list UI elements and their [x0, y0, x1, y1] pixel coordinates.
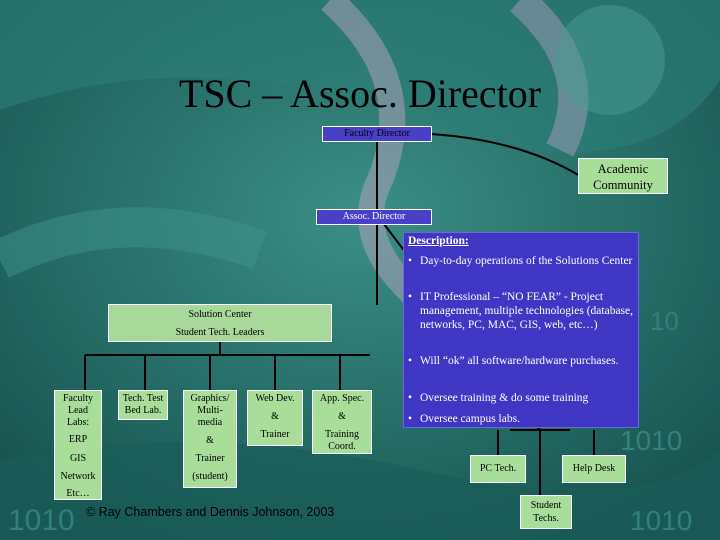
ampersand-label: &	[338, 411, 346, 422]
ampersand-label: &	[206, 435, 214, 446]
student-tech-leaders-label: Student Tech. Leaders	[175, 327, 265, 338]
bullet-glyph: •	[408, 255, 413, 267]
svg-text:1010: 1010	[8, 504, 75, 537]
academic-community-line2: Community	[593, 178, 653, 192]
training-label: Training	[324, 429, 360, 440]
pc-tech-box: PC Tech.	[470, 455, 526, 483]
ampersand-label: &	[271, 411, 279, 422]
academic-community-line1: Academic	[597, 162, 649, 176]
academic-community-box: Academic Community	[578, 158, 668, 194]
description-heading: Description:	[408, 235, 469, 247]
description-bullet-5: • Oversee campus labs.	[408, 413, 634, 427]
description-bullet-3: • Will “ok” all software/hardware purcha…	[408, 355, 634, 369]
faculty-director-label: Faculty Director	[344, 128, 410, 139]
svg-text:1010: 1010	[620, 425, 682, 456]
bullet-text: Day-to-day operations of the Solutions C…	[420, 255, 633, 267]
faculty-lead-labs-box: Faculty Lead Labs: ERP GIS Network Etc…	[54, 390, 102, 500]
svg-text:10: 10	[650, 306, 679, 336]
solution-center-label: Solution Center	[188, 309, 252, 320]
help-desk-box: Help Desk	[562, 455, 626, 483]
trainer-label: Trainer	[260, 429, 290, 440]
app-spec-box: App. Spec. & Training Coord.	[312, 390, 372, 454]
lead-label: Lead	[68, 405, 88, 416]
description-bullet-1: • Day-to-day operations of the Solutions…	[408, 255, 634, 269]
faculty-director-box: Faculty Director	[322, 126, 432, 142]
etc-label: Etc…	[66, 488, 90, 499]
graphics-label: Graphics/	[190, 393, 230, 404]
media-label: media	[197, 417, 223, 428]
tech-test-label: Tech. Test	[122, 393, 164, 404]
faculty-label: Faculty	[63, 393, 93, 404]
multi-label: Multi-	[197, 405, 223, 416]
bullet-text: IT Professional – “NO FEAR” - Project ma…	[420, 291, 633, 331]
bullet-text: Oversee training & do some training	[420, 392, 589, 404]
bullet-glyph: •	[408, 291, 413, 303]
labs-label: Labs:	[66, 417, 90, 428]
gis-label: GIS	[69, 453, 87, 464]
solution-center-box: Solution Center Student Tech. Leaders	[108, 304, 332, 342]
web-dev-label: Web Dev.	[255, 393, 295, 404]
techs-label: Techs.	[533, 513, 559, 524]
bed-lab-label: Bed Lab.	[124, 405, 162, 416]
bullet-glyph: •	[408, 413, 413, 425]
copyright-text: © Ray Chambers and Dennis Johnson, 2003	[86, 505, 335, 519]
student-label: Student	[530, 500, 562, 511]
description-panel: Description: • Day-to-day operations of …	[403, 232, 639, 428]
app-spec-label: App. Spec.	[319, 393, 365, 404]
trainer-label: Trainer	[195, 453, 225, 464]
bullet-text: Will “ok” all software/hardware purchase…	[420, 355, 619, 367]
page-title: TSC – Assoc. Director	[178, 71, 542, 116]
pc-tech-label: PC Tech.	[479, 463, 517, 474]
graphics-multimedia-box: Graphics/ Multi- media & Trainer (studen…	[183, 390, 237, 488]
help-desk-label: Help Desk	[572, 463, 616, 474]
description-bullet-2: • IT Professional – “NO FEAR” - Project …	[408, 291, 634, 332]
tech-test-bed-lab-box: Tech. Test Bed Lab.	[118, 390, 168, 420]
coord-label: Coord.	[328, 441, 356, 452]
erp-label: ERP	[68, 434, 88, 445]
svg-text:1010: 1010	[630, 505, 692, 536]
network-label: Network	[60, 471, 96, 482]
web-dev-box: Web Dev. & Trainer	[247, 390, 303, 446]
student-label: (student)	[192, 471, 228, 482]
bullet-glyph: •	[408, 355, 413, 367]
description-bullet-4: • Oversee training & do some training	[408, 392, 634, 406]
assoc-director-box: Assoc. Director	[316, 209, 432, 225]
assoc-director-label: Assoc. Director	[342, 211, 406, 222]
student-techs-box: Student Techs.	[520, 495, 572, 529]
bullet-text: Oversee campus labs.	[420, 413, 520, 425]
bullet-glyph: •	[408, 392, 413, 404]
